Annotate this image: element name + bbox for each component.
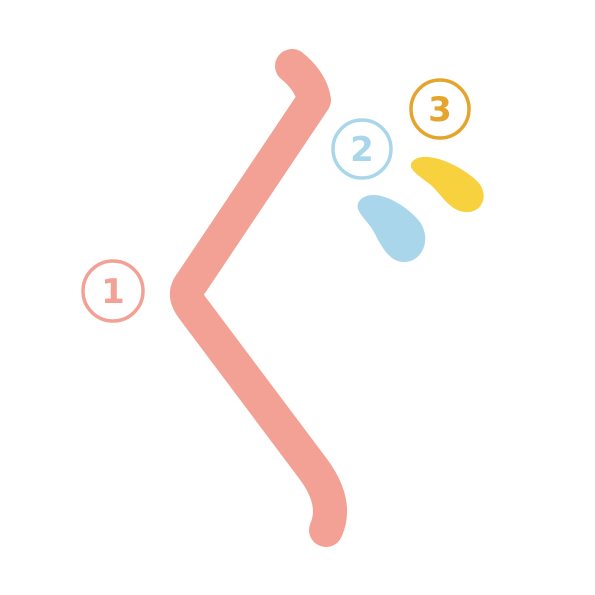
order-label-3: 3 [409, 78, 471, 140]
order-label-2: 2 [331, 118, 393, 180]
stroke-2 [357, 195, 426, 262]
order-number-2: 2 [350, 130, 374, 170]
order-circle-2 [331, 118, 393, 180]
stroke-1 [170, 49, 347, 547]
order-circle-1 [81, 259, 145, 323]
stroke-3 [410, 156, 484, 213]
order-label-1: 1 [81, 259, 145, 323]
order-circle-3 [409, 78, 471, 140]
order-number-1: 1 [101, 272, 125, 312]
stroke-1-hook [288, 55, 329, 110]
order-number-3: 3 [428, 90, 452, 130]
